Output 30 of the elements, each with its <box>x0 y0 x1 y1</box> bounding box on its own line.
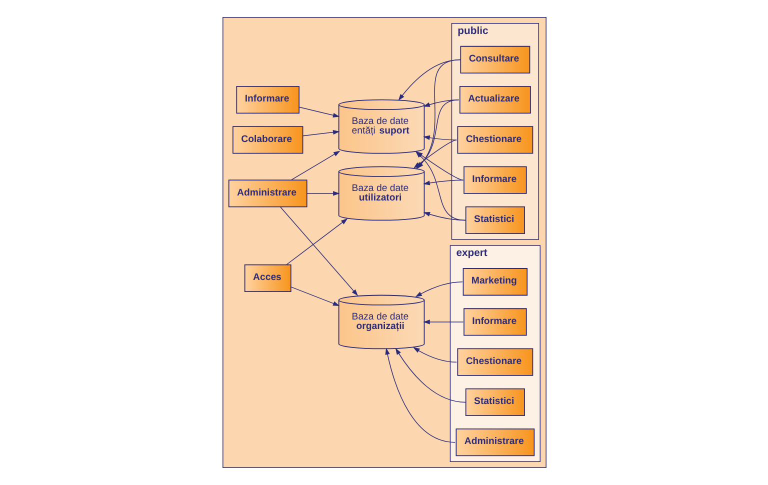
arrow <box>412 347 456 362</box>
node-box: Statistici <box>464 206 524 234</box>
arrow <box>422 180 464 186</box>
arrow <box>422 212 466 221</box>
arrow <box>384 348 455 443</box>
node-box: Acces <box>244 264 291 292</box>
arrow <box>280 206 358 296</box>
node-box: Informare <box>236 86 299 114</box>
node-box: Colaborare <box>232 126 303 154</box>
node-box: Chestionare <box>456 348 533 376</box>
node-box: Statistici <box>464 388 524 416</box>
node-box: Marketing <box>462 268 528 296</box>
arrow <box>298 106 340 118</box>
arrow <box>302 130 340 136</box>
arrow <box>422 135 456 140</box>
node-box: Administrare <box>455 428 534 456</box>
node-box: Consultare <box>460 46 530 74</box>
arrow <box>422 320 464 324</box>
node-box: Actualizare <box>458 86 530 114</box>
node-box: Informare <box>463 308 526 336</box>
node-box: Administrare <box>228 180 307 208</box>
arrow <box>414 282 462 298</box>
node-box: Chestionare <box>456 126 533 154</box>
cluster <box>222 17 546 468</box>
arrow <box>394 348 466 403</box>
arrow <box>286 218 348 266</box>
arrow <box>306 191 340 196</box>
arrow <box>290 286 340 306</box>
arrow <box>290 150 340 180</box>
node-box: Informare <box>463 166 526 194</box>
